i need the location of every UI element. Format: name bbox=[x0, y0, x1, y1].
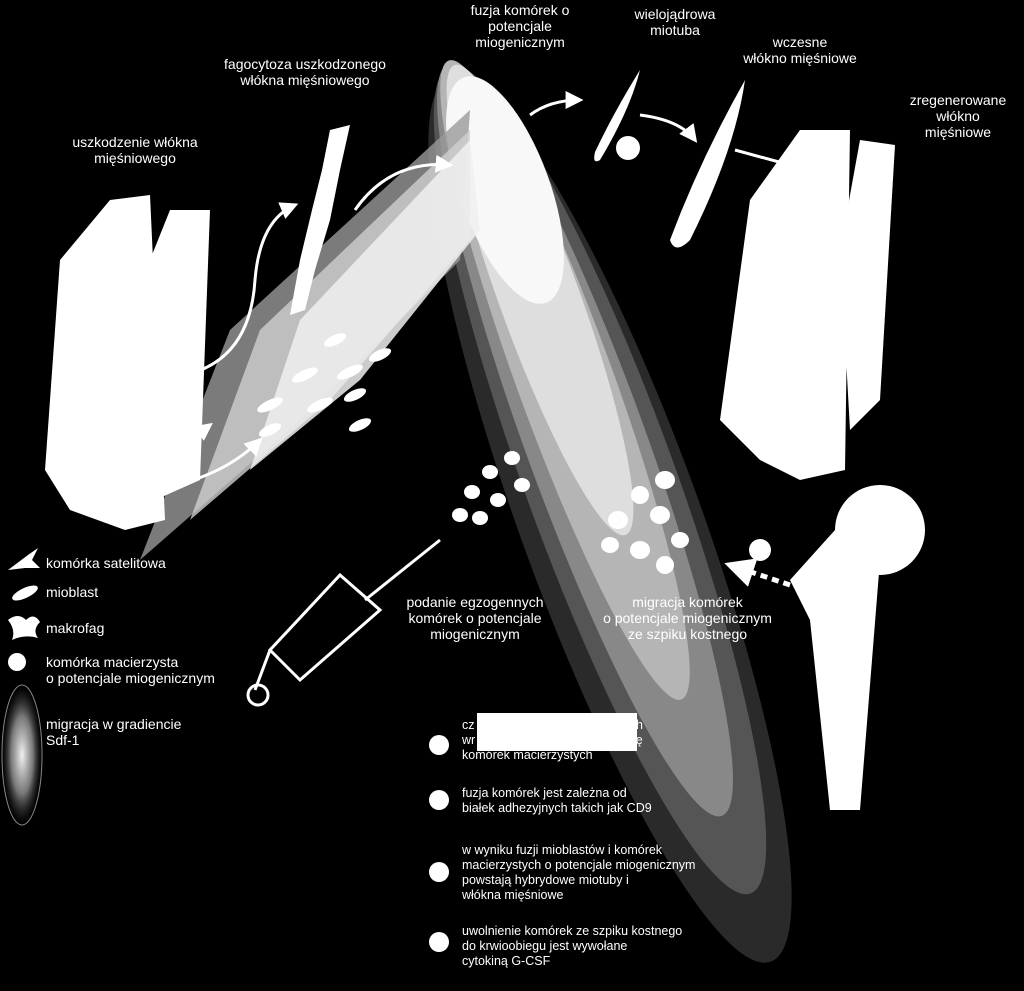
damaged-muscle-fiber bbox=[45, 195, 210, 530]
myoblast-cluster bbox=[257, 333, 392, 437]
note-bullet-2 bbox=[429, 790, 449, 810]
phagocytosed-fiber bbox=[290, 125, 350, 315]
note-bullet-3 bbox=[429, 862, 449, 882]
multinuclear-myotube bbox=[594, 70, 640, 162]
myoblast-icon bbox=[12, 585, 38, 601]
stem-cell-marks bbox=[180, 136, 771, 561]
legend-satellite-cell: komórka satelitowa bbox=[46, 555, 166, 571]
early-muscle-fiber bbox=[670, 80, 745, 248]
legend-myoblast: mioblast bbox=[46, 584, 99, 600]
process-arrows bbox=[149, 91, 791, 588]
note-bullet-4 bbox=[429, 932, 449, 952]
sdf1-gradient bbox=[140, 60, 792, 963]
gradient-icon bbox=[1, 684, 43, 826]
exogenous-cell-cluster bbox=[452, 451, 530, 525]
macrophage-icon bbox=[8, 616, 40, 640]
note-bullet-1 bbox=[429, 735, 449, 755]
stem-cell-icon bbox=[8, 653, 26, 671]
redaction-box bbox=[477, 713, 637, 751]
femur-bone bbox=[790, 485, 925, 810]
legend-macrophage: makrofag bbox=[46, 620, 105, 636]
syringe-icon bbox=[246, 538, 441, 707]
bone-marrow-cell-cluster bbox=[601, 471, 689, 574]
regenerated-muscle-fiber bbox=[720, 130, 895, 480]
legend-icons bbox=[1, 548, 43, 826]
note-1-tail-a: h bbox=[636, 718, 643, 732]
note-1: cz wr komórek macierzystych bbox=[462, 718, 593, 762]
satellite-cell-icon bbox=[8, 548, 40, 570]
